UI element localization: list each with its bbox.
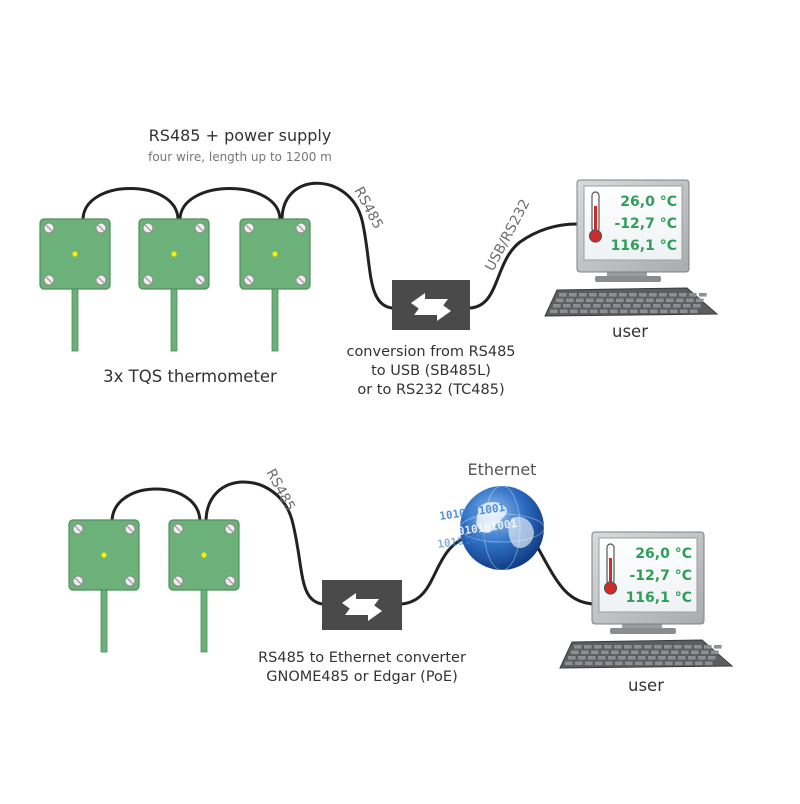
caption-line: to USB (SB485L) (371, 363, 491, 379)
caption-line: RS485 to Ethernet converter (258, 650, 466, 666)
screw-icon (172, 575, 184, 587)
thermometer-icon (603, 543, 618, 595)
bottom-converter-caption: RS485 to Ethernet converter GNOME485 or … (240, 649, 484, 687)
screw-icon (224, 575, 236, 587)
screw-icon (243, 222, 255, 234)
screw-icon (72, 523, 84, 535)
led-icon (72, 251, 78, 257)
double-arrow-icon (411, 293, 451, 321)
sensor-probe (170, 288, 178, 352)
caption-line: conversion from RS485 (346, 344, 516, 360)
tqs-thermometer-4 (68, 519, 140, 653)
screw-icon (72, 575, 84, 587)
wire-label-usb-rs232: USB/RS232 (482, 197, 533, 274)
screw-icon (95, 222, 107, 234)
caption-line: GNOME485 or Edgar (PoE) (266, 669, 458, 685)
led-icon (201, 552, 207, 558)
top-converter-caption: conversion from RS485 to USB (SB485L) or… (320, 343, 542, 400)
monitor-icon (591, 531, 705, 634)
screw-icon (194, 222, 206, 234)
temperature-reading: -12,7 °C (614, 216, 677, 232)
thermometer-icon (588, 191, 603, 243)
screw-icon (194, 274, 206, 286)
led-icon (272, 251, 278, 257)
cable-sensor3-converter (280, 181, 394, 310)
led-icon (171, 251, 177, 257)
sensor-probe (100, 589, 108, 653)
screw-icon (172, 523, 184, 535)
globe-icon (459, 485, 545, 571)
wire-label-rs485-top: RS485 (350, 184, 385, 232)
cable-sensor2-sensor3 (178, 187, 282, 222)
cable-sensor2-converter-bottom (204, 480, 324, 606)
led-icon (101, 552, 107, 558)
sensor-probe (271, 288, 279, 352)
diagram-subtitle: four wire, length up to 1200 m (148, 150, 332, 164)
screw-icon (95, 274, 107, 286)
monitor-icon (576, 179, 690, 282)
diagram-title: RS485 + power supply (148, 126, 332, 145)
sensor-probe (200, 589, 208, 653)
ethernet-label: Ethernet (467, 460, 537, 479)
temperature-reading: 26,0 °C (620, 194, 677, 210)
temperature-reading: 26,0 °C (635, 546, 692, 562)
keyboard-icon (559, 639, 734, 669)
bottom-sensors (68, 519, 240, 653)
top-sensors (39, 218, 311, 352)
screw-icon (295, 274, 307, 286)
keyboard-icon (544, 287, 719, 317)
screw-icon (142, 274, 154, 286)
temperature-reading: 116,1 °C (611, 238, 677, 254)
screw-icon (124, 523, 136, 535)
top-cables (81, 181, 579, 310)
screw-icon (243, 274, 255, 286)
tqs-thermometer-1 (39, 218, 111, 352)
top-user-computer: 26,0 °C -12,7 °C 116,1 °C (544, 179, 719, 317)
screw-icon (295, 222, 307, 234)
caption-line: or to RS232 (TC485) (357, 382, 505, 398)
screw-icon (43, 222, 55, 234)
cable-converter-pc (468, 222, 579, 310)
bottom-user-computer: 26,0 °C -12,7 °C 116,1 °C (559, 531, 734, 669)
double-arrow-icon-bottom (342, 593, 382, 621)
cable-sensor1-sensor2-bottom (110, 487, 202, 524)
cable-converter-globe (400, 534, 472, 606)
top-user-label: user (612, 322, 648, 341)
tqs-thermometer-3 (239, 218, 311, 352)
sensor-probe (71, 288, 79, 352)
screw-icon (224, 523, 236, 535)
bottom-converter (322, 580, 402, 630)
screw-icon (124, 575, 136, 587)
screw-icon (142, 222, 154, 234)
sensors-caption: 3x TQS thermometer (103, 367, 277, 386)
cable-sensor1-sensor2 (81, 187, 180, 222)
screw-icon (43, 274, 55, 286)
temperature-reading: -12,7 °C (629, 568, 692, 584)
cable-globe-pc (536, 546, 598, 606)
temperature-reading: 116,1 °C (626, 590, 692, 606)
bottom-cables (110, 480, 598, 606)
top-converter (392, 280, 470, 330)
bottom-user-label: user (628, 676, 664, 695)
tqs-thermometer-5 (168, 519, 240, 653)
tqs-thermometer-2 (138, 218, 210, 352)
